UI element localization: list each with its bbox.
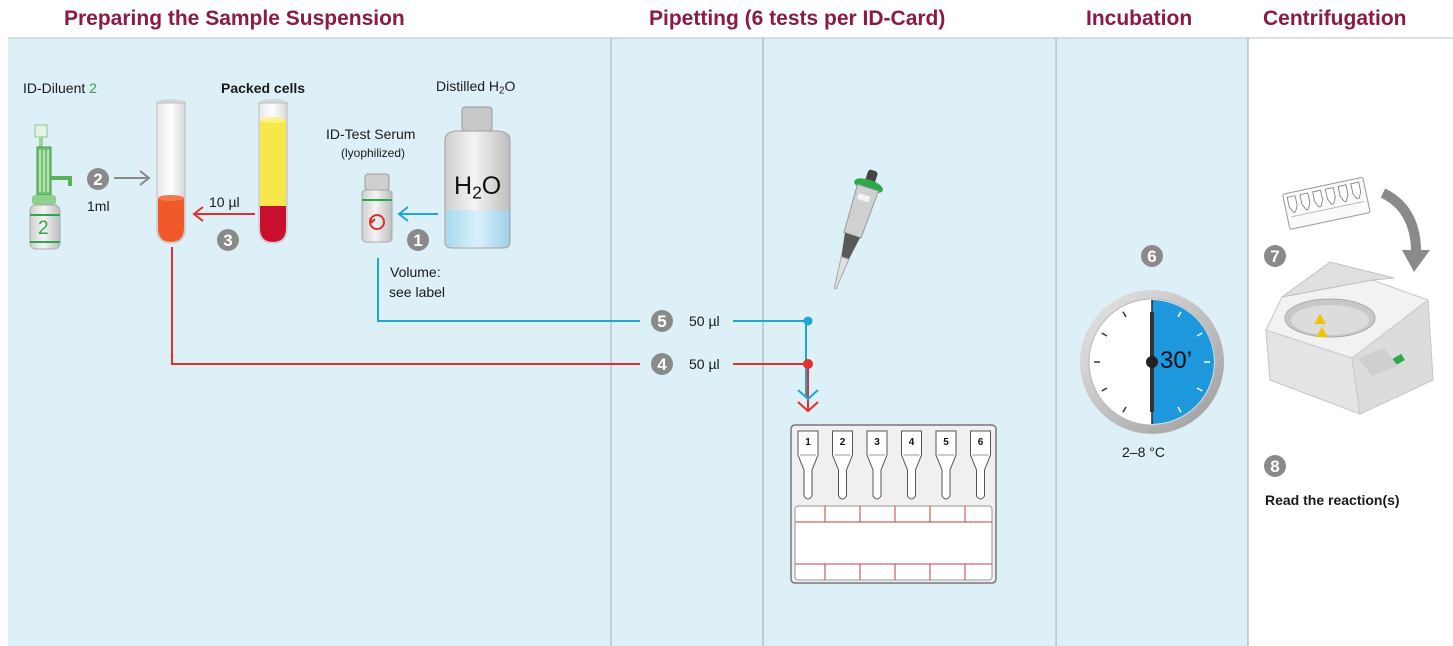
- water-bottle-icon: [444, 106, 511, 249]
- card-column-label: 3: [874, 437, 880, 448]
- card-column-1: 1: [797, 430, 819, 500]
- card-column-label: 5: [943, 437, 949, 448]
- ten-ul-label: 10 µl: [209, 194, 240, 210]
- step-badge-5: 5: [651, 310, 673, 332]
- centrifuge-icon: [1265, 261, 1434, 415]
- step-number: 4: [657, 355, 667, 374]
- step-badge-7: 7: [1264, 245, 1286, 267]
- packed-cells-label: Packed cells: [221, 80, 306, 96]
- vial-icon: [361, 173, 393, 243]
- blue-flow-line: [377, 258, 640, 322]
- card-column-label: 6: [978, 437, 984, 448]
- step-badge-3: 3: [217, 229, 239, 251]
- step-badge-2: 2: [87, 168, 109, 190]
- panel-prep: [8, 38, 610, 646]
- id-card-icon: 1 2 3 4 5 6: [790, 424, 997, 584]
- card-column-2: 2: [832, 430, 853, 500]
- step-number: 2: [93, 170, 102, 189]
- step-badge-4: 4: [651, 353, 673, 375]
- red-junction: [803, 359, 813, 369]
- timer-icon: [1080, 290, 1224, 434]
- temperature-label: 2–8 °C: [1122, 444, 1165, 460]
- step-number: 3: [223, 231, 232, 250]
- header-prep: Preparing the Sample Suspension: [64, 7, 405, 30]
- bottle-h2o-label: H2O: [454, 172, 502, 203]
- step-number: 5: [657, 312, 666, 331]
- test-tube-icon: [258, 99, 288, 244]
- pipette-icon: [833, 169, 883, 290]
- header-centrifugation: Centrifugation: [1263, 7, 1407, 30]
- read-reaction-label: Read the reaction(s): [1265, 492, 1400, 508]
- step-badge-6: 6: [1141, 245, 1163, 267]
- card-column-label: 1: [805, 437, 811, 448]
- card-column-6: 6: [970, 430, 991, 500]
- card-column-3: 3: [866, 430, 888, 500]
- test-tube-icon: [156, 99, 186, 244]
- header-pipetting: Pipetting (6 tests per ID-Card): [649, 7, 946, 30]
- distilled-water-label: Distilled H2O: [436, 78, 516, 97]
- fifty-ul-blue-label: 50 µl: [689, 313, 720, 329]
- step-badge-8: 8: [1264, 455, 1286, 477]
- see-label-text: see label: [389, 284, 446, 300]
- id-card-icon: [1282, 177, 1371, 230]
- card-column-label: 2: [840, 437, 846, 448]
- card-column-5: 5: [935, 430, 957, 500]
- volume-label: Volume:: [390, 264, 441, 280]
- blue-junction: [803, 316, 813, 326]
- step-number: 1: [413, 231, 422, 250]
- diluent-bottle-number: 2: [38, 218, 49, 239]
- lyophilized-label: (lyophilized): [341, 146, 406, 160]
- step-badge-1: 1: [407, 229, 429, 251]
- dispenser-bottle-icon: [29, 124, 72, 250]
- red-flow-line: [171, 247, 640, 365]
- card-column-label: 4: [909, 437, 915, 448]
- header-incubation: Incubation: [1086, 7, 1193, 30]
- test-serum-label: ID-Test Serum: [326, 126, 416, 142]
- one-ml-label: 1ml: [87, 198, 110, 214]
- fifty-ul-red-label: 50 µl: [689, 356, 720, 372]
- step-number: 7: [1270, 247, 1279, 266]
- card-column-4: 4: [901, 430, 922, 500]
- step-number: 6: [1147, 247, 1156, 266]
- timer-label: 30’: [1160, 347, 1193, 374]
- diluent-label: ID-Diluent 2: [23, 80, 97, 96]
- step-number: 8: [1270, 457, 1279, 476]
